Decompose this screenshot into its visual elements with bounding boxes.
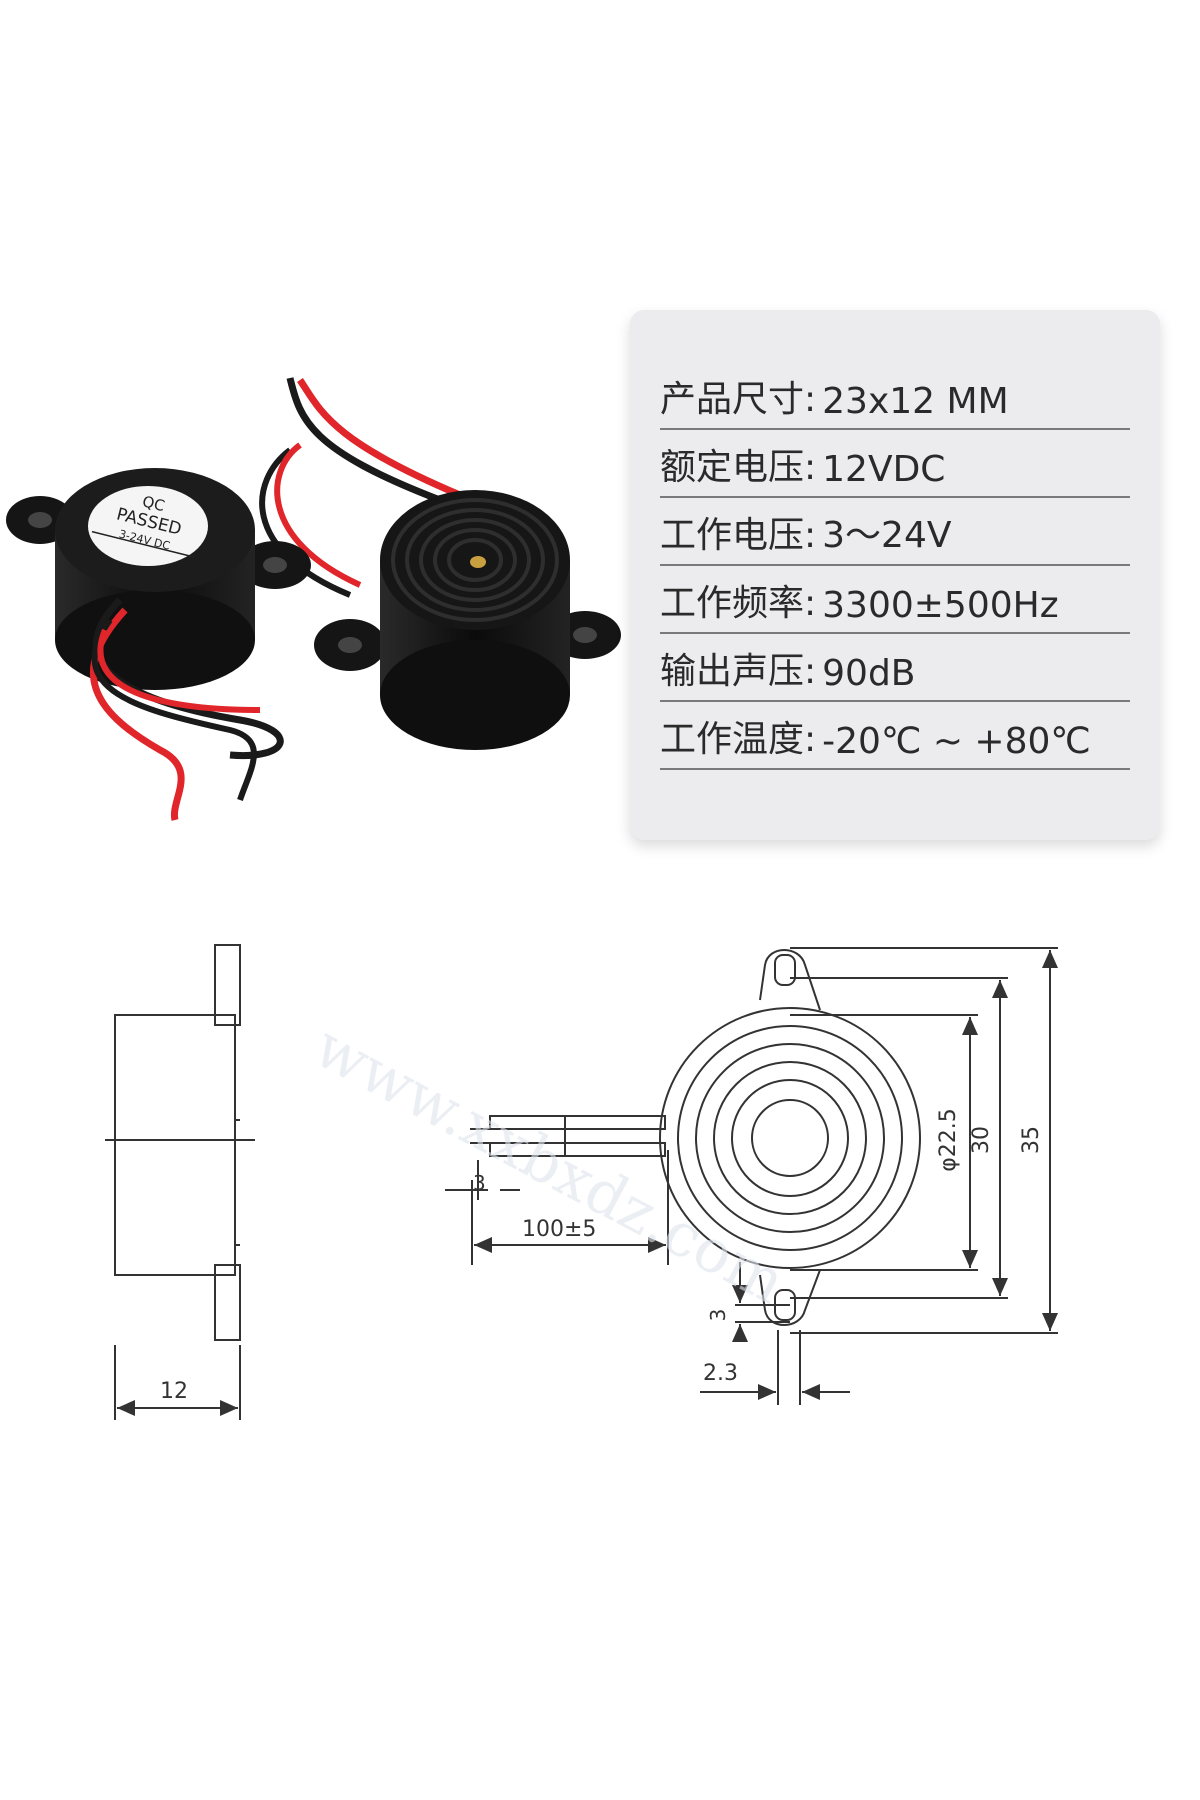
spec-label: 工作频率:	[660, 583, 817, 624]
spec-row-frequency: 工作频率: 3300±500Hz	[660, 566, 1130, 634]
dim-inner-diameter: φ22.5	[936, 1108, 961, 1172]
spec-value: 3300±500Hz	[822, 585, 1059, 626]
dim-side-width: 12	[160, 1379, 188, 1404]
dim-wire-length: 100±5	[522, 1217, 596, 1242]
spec-value: 12VDC	[822, 449, 946, 490]
spec-label: 工作电压:	[660, 515, 817, 556]
spec-label: 产品尺寸:	[660, 379, 817, 420]
spec-label: 工作温度:	[660, 719, 817, 760]
spec-value: 23x12 MM	[822, 381, 1009, 422]
spec-label: 额定电压:	[660, 447, 817, 488]
watermark: www.xxbxdz.com	[303, 1011, 796, 1318]
spec-row-operating-voltage: 工作电压: 3～24V	[660, 498, 1130, 566]
dim-wire-pitch: 3	[473, 1171, 486, 1195]
spec-row-size: 产品尺寸: 23x12 MM	[660, 362, 1130, 430]
spec-row-temperature: 工作温度: -20℃ ~ +80℃	[660, 702, 1130, 770]
dim-hole-diameter: 2.3	[703, 1361, 738, 1386]
spec-label: 输出声压:	[660, 651, 817, 692]
buzzer-right	[314, 490, 621, 750]
spec-value: -20℃ ~ +80℃	[822, 721, 1091, 762]
dim-hole-offset: 3	[706, 1309, 730, 1322]
product-label-qc: QC	[141, 492, 167, 515]
spec-row-sound-pressure: 输出声压: 90dB	[660, 634, 1130, 702]
side-view	[105, 944, 255, 1420]
front-view	[445, 947, 1058, 1405]
spec-value: 90dB	[822, 653, 916, 694]
spec-card: 产品尺寸: 23x12 MM 额定电压: 12VDC 工作电压: 3～24V 工…	[630, 310, 1160, 840]
dim-body-diameter: 30	[969, 1126, 994, 1154]
buzzer-photo: QC PASSED 3-24V DC	[6, 377, 621, 821]
dim-overall-length: 35	[1019, 1126, 1044, 1154]
buzzer-left: QC PASSED 3-24V DC	[6, 468, 311, 690]
spec-value: 3～24V	[822, 515, 952, 556]
spec-row-rated-voltage: 额定电压: 12VDC	[660, 430, 1130, 498]
